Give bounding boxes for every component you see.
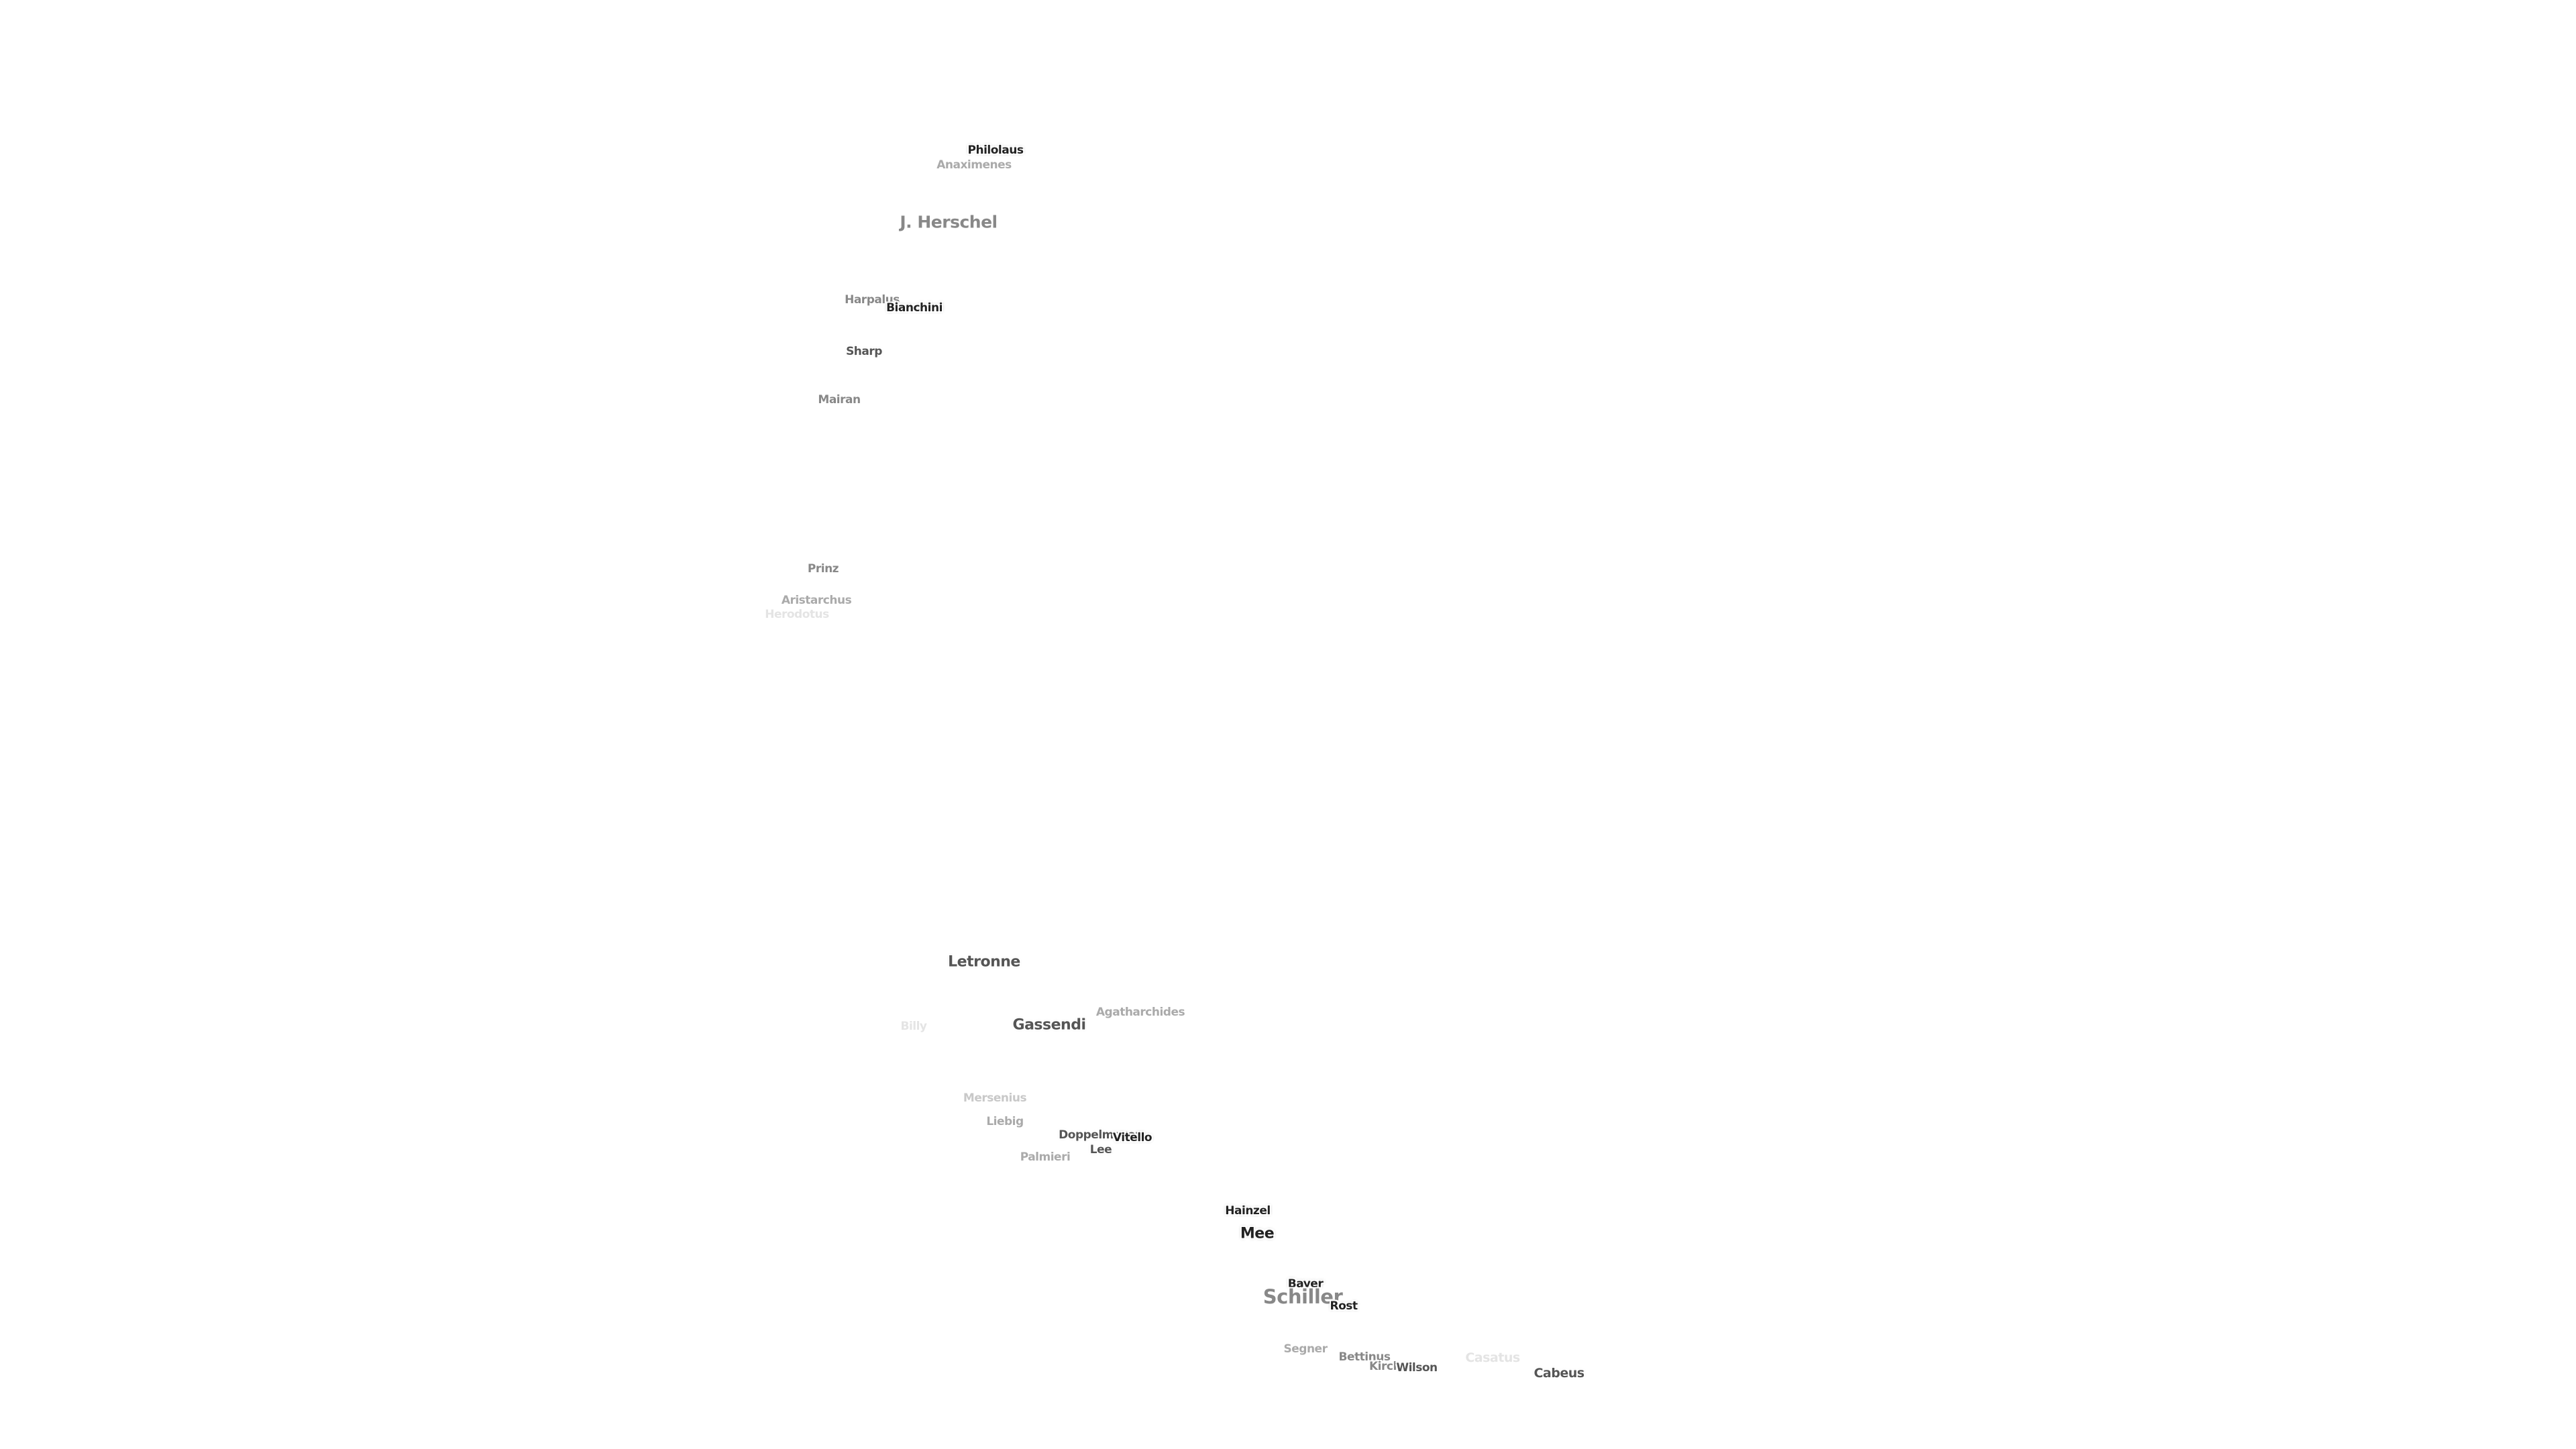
crater-label-philolaus[interactable]: Philolaus [967,144,1024,157]
crater-label-harpalus[interactable]: Harpalus [845,293,900,307]
crater-label-herodotus[interactable]: Herodotus [765,608,829,621]
crater-label-segner[interactable]: Segner [1283,1342,1328,1356]
crater-label-bianchini[interactable]: Bianchini [886,301,943,315]
crater-label-aristarchus[interactable]: Aristarchus [781,594,852,607]
crater-label-liebig[interactable]: Liebig [986,1115,1024,1128]
crater-label-billy[interactable]: Billy [900,1020,927,1033]
crater-label-mairan[interactable]: Mairan [818,393,861,407]
crater-label-anaximenes[interactable]: Anaximenes [936,158,1012,172]
crater-label-palmieri[interactable]: Palmieri [1020,1150,1071,1164]
crater-label-mee[interactable]: Mee [1240,1225,1275,1242]
crater-label-kircher[interactable]: Kircher [1369,1360,1413,1373]
crater-label-casatus[interactable]: Casatus [1465,1350,1520,1365]
crater-label-sharp[interactable]: Sharp [846,345,882,358]
crater-label-vitello[interactable]: Vitello [1112,1131,1152,1144]
crater-label-lee[interactable]: Lee [1089,1143,1112,1157]
crater-label-prinz[interactable]: Prinz [807,562,839,576]
crater-label-doppelmayer[interactable]: Doppelmayer [1059,1128,1140,1142]
crater-label-mersenius[interactable]: Mersenius [963,1091,1027,1105]
crater-label-j-herschel[interactable]: J. Herschel [900,212,998,232]
crater-label-rost[interactable]: Rost [1330,1299,1358,1313]
crater-label-letronne[interactable]: Letronne [948,953,1020,971]
crater-label-agatharchides[interactable]: Agatharchides [1095,1006,1185,1019]
crater-label-schiller[interactable]: Schiller [1263,1285,1343,1308]
crater-label-hainzel[interactable]: Hainzel [1225,1204,1271,1218]
crater-label-bayer[interactable]: Bayer [1287,1277,1324,1291]
crater-label-wilson[interactable]: Wilson [1396,1361,1438,1375]
crater-label-bettinus[interactable]: Bettinus [1338,1350,1391,1364]
crater-label-cabeus[interactable]: Cabeus [1534,1366,1585,1381]
crater-label-gassendi[interactable]: Gassendi [1012,1016,1086,1034]
